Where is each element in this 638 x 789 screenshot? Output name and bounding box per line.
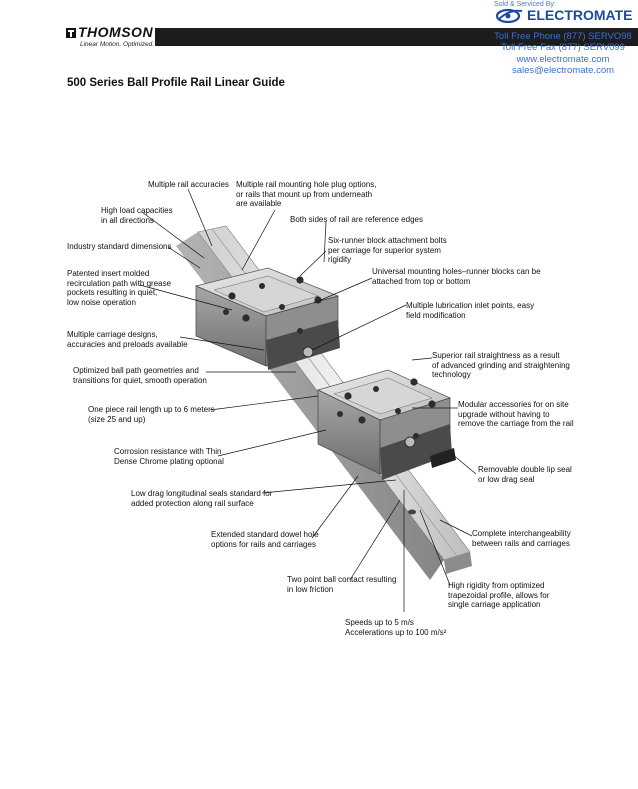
callout-rail-straightness: Superior rail straightness as a result o… [432, 351, 570, 380]
callout-universal-mounting: Universal mounting holes–runner blocks c… [372, 267, 541, 286]
linear-guide-illustration [139, 188, 477, 612]
web-link[interactable]: www.electromate.com [516, 54, 610, 65]
brand-name: THOMSON [78, 24, 154, 40]
lower-carriage [317, 369, 456, 480]
callout-ball-contact: Two point ball contact resulting in low … [287, 575, 397, 594]
thomson-logo [66, 28, 76, 38]
callout-modular-accessories: Modular accessories for on site upgrade … [458, 400, 574, 429]
callout-high-load: High load capacities in all directions [101, 206, 173, 225]
upper-carriage [194, 267, 340, 370]
callout-hole-plug-options: Multiple rail mounting hole plug options… [236, 180, 377, 209]
callout-speeds: Speeds up to 5 m/s Accelerations up to 1… [345, 618, 447, 637]
brand-tagline: Linear Motion. Optimized.™ [80, 41, 161, 48]
callout-industry-dimensions: Industry standard dimensions [67, 242, 172, 251]
header-bar [155, 28, 638, 46]
page-title: 500 Series Ball Profile Rail Linear Guid… [67, 77, 285, 89]
callout-carriage-designs: Multiple carriage designs, accuracies an… [67, 330, 188, 349]
distributor-name: ELECTROMATE [527, 7, 633, 23]
phone-text: Toll Free Phone (877) SERVO98 [494, 31, 632, 42]
sold-by-label: Sold & Serviced By: [494, 1, 556, 8]
fax-text: Toll Free Fax (877) SERV099 [501, 42, 625, 53]
callout-ball-path: Optimized ball path geometries and trans… [73, 366, 207, 385]
callout-rail-accuracies: Multiple rail accuracies [148, 180, 229, 189]
callout-insert-molded-path: Patented insert molded recirculation pat… [67, 269, 172, 307]
callout-corrosion: Corrosion resistance with Thin Dense Chr… [114, 447, 224, 466]
callout-lip-seal: Removable double lip seal or low drag se… [478, 465, 572, 484]
callout-six-runner-bolts: Six-runner block attachment bolts per ca… [328, 236, 447, 265]
callout-lubrication-inlets: Multiple lubrication inlet points, easy … [406, 301, 535, 320]
callout-trapezoidal-profile: High rigidity from optimized trapezoidal… [448, 581, 550, 610]
callout-dowel-hole: Extended standard dowel hole options for… [211, 530, 319, 549]
email-link[interactable]: sales@electromate.com [511, 65, 615, 76]
callout-interchangeability: Complete interchangeability between rail… [472, 529, 571, 548]
electromate-swoosh-icon [495, 8, 523, 23]
callout-reference-edges: Both sides of rail are reference edges [290, 215, 423, 224]
callout-rail-length: One piece rail length up to 6 meters (si… [88, 405, 215, 424]
callout-longitudinal-seals: Low drag longitudinal seals standard for… [131, 489, 273, 508]
